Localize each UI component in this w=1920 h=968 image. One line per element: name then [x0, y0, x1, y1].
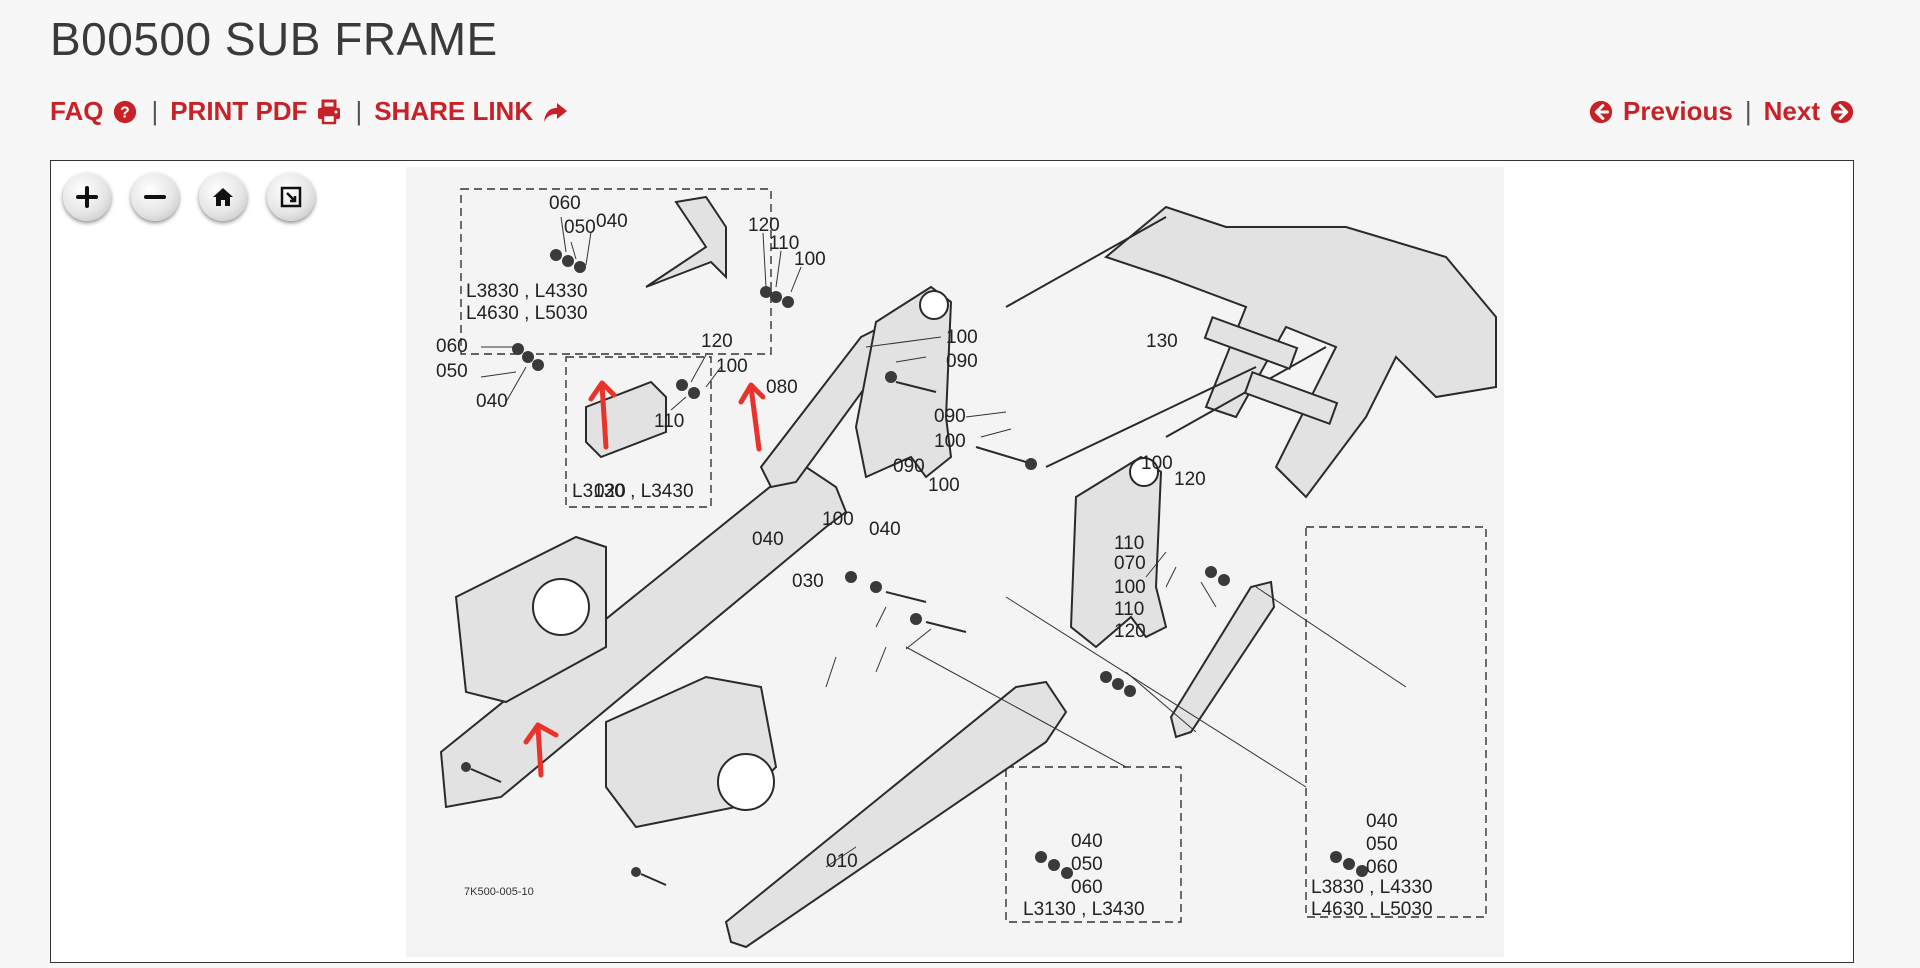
label-040: 040	[869, 519, 901, 540]
zoom-in-button[interactable]	[63, 173, 111, 221]
page-title: B00500 SUB FRAME	[50, 13, 498, 65]
next-link[interactable]: Next	[1764, 96, 1856, 127]
label-080: 080	[766, 377, 798, 398]
share-link[interactable]: SHARE LINK	[374, 96, 569, 127]
hardware	[461, 249, 1368, 886]
separator: |	[1744, 96, 1752, 126]
label-130: 130	[1146, 331, 1178, 352]
next-label: Next	[1763, 96, 1820, 126]
red-arrow	[523, 722, 559, 778]
viewer-toolbar	[63, 173, 315, 221]
label-090: 090	[934, 406, 966, 427]
previous-label: Previous	[1623, 96, 1733, 126]
fullscreen-icon	[280, 186, 302, 208]
label-040: 040	[752, 529, 784, 550]
pager: Previous | Next	[1587, 96, 1856, 127]
models-label: L4630 , L5030	[466, 303, 588, 324]
home-icon	[213, 188, 233, 206]
share-link-label: SHARE LINK	[374, 96, 534, 126]
red-arrow	[588, 380, 617, 450]
label-120: 120	[748, 215, 780, 236]
arrow-left-circle-icon	[1587, 98, 1615, 126]
models-label: L3130 , L3430	[572, 481, 694, 502]
label-050: 050	[1366, 834, 1398, 855]
label-120: 120	[1114, 621, 1146, 642]
fullscreen-button[interactable]	[267, 173, 315, 221]
action-links: FAQ ? | PRINT PDF | SHARE LINK	[50, 96, 569, 127]
models-label: L3130 , L3430	[1023, 899, 1145, 920]
print-pdf-label: PRINT PDF	[170, 96, 308, 126]
faq-label: FAQ	[50, 96, 104, 126]
annotation-arrows	[523, 380, 766, 778]
models-label: L3830 , L4330	[466, 281, 588, 302]
label-060: 060	[549, 193, 581, 214]
label-060: 060	[1071, 877, 1103, 898]
label-060: 060	[1366, 857, 1398, 878]
label-060: 060	[436, 336, 468, 357]
label-110: 110	[1114, 533, 1144, 554]
label-050: 050	[564, 217, 596, 238]
share-arrow-icon	[541, 98, 569, 126]
faq-link[interactable]: FAQ ?	[50, 96, 139, 127]
label-020: 020	[594, 481, 626, 502]
diagram-code: 7K500-005-10	[464, 886, 534, 898]
label-050: 050	[1071, 854, 1103, 875]
label-100: 100	[928, 475, 960, 496]
previous-link[interactable]: Previous	[1587, 96, 1733, 127]
label-090: 090	[893, 456, 925, 477]
parts-diagram: 060 050 040 L3830 , L4330 L4630 , L5030 …	[406, 167, 1504, 957]
models-label: L4630 , L5030	[1311, 899, 1433, 920]
zoom-in-icon	[76, 186, 98, 208]
label-050: 050	[436, 361, 468, 382]
label-090: 090	[946, 351, 978, 372]
label-010: 010	[826, 851, 858, 872]
label-110: 110	[769, 233, 799, 254]
label-100: 100	[794, 249, 826, 270]
label-100: 100	[946, 327, 978, 348]
label-100: 100	[1141, 453, 1173, 474]
label-040: 040	[476, 391, 508, 412]
label-040: 040	[596, 211, 628, 232]
label-110: 110	[1114, 599, 1144, 620]
label-120: 120	[701, 331, 733, 352]
arrow-right-circle-icon	[1828, 98, 1856, 126]
label-100: 100	[934, 431, 966, 452]
separator: |	[151, 96, 159, 126]
label-100: 100	[716, 356, 748, 377]
label-030: 030	[792, 571, 824, 592]
separator: |	[355, 96, 363, 126]
callout-labels: 060 050 040 L3830 , L4330 L4630 , L5030 …	[436, 193, 1433, 920]
models-label: L3830 , L4330	[1311, 877, 1433, 898]
label-100: 100	[1114, 577, 1146, 598]
label-040: 040	[1366, 811, 1398, 832]
red-arrow	[738, 382, 766, 452]
home-button[interactable]	[199, 173, 247, 221]
label-040: 040	[1071, 831, 1103, 852]
printer-icon	[315, 98, 343, 126]
svg-text:?: ?	[121, 104, 131, 121]
zoom-out-button[interactable]	[131, 173, 179, 221]
label-100: 100	[822, 509, 854, 530]
image-viewer[interactable]: 060 050 040 L3830 , L4330 L4630 , L5030 …	[50, 160, 1854, 963]
zoom-out-icon	[144, 195, 166, 199]
print-pdf-link[interactable]: PRINT PDF	[170, 96, 343, 127]
question-circle-icon: ?	[111, 98, 139, 126]
label-120: 120	[1174, 469, 1206, 490]
label-110: 110	[654, 411, 684, 432]
label-070: 070	[1114, 553, 1146, 574]
